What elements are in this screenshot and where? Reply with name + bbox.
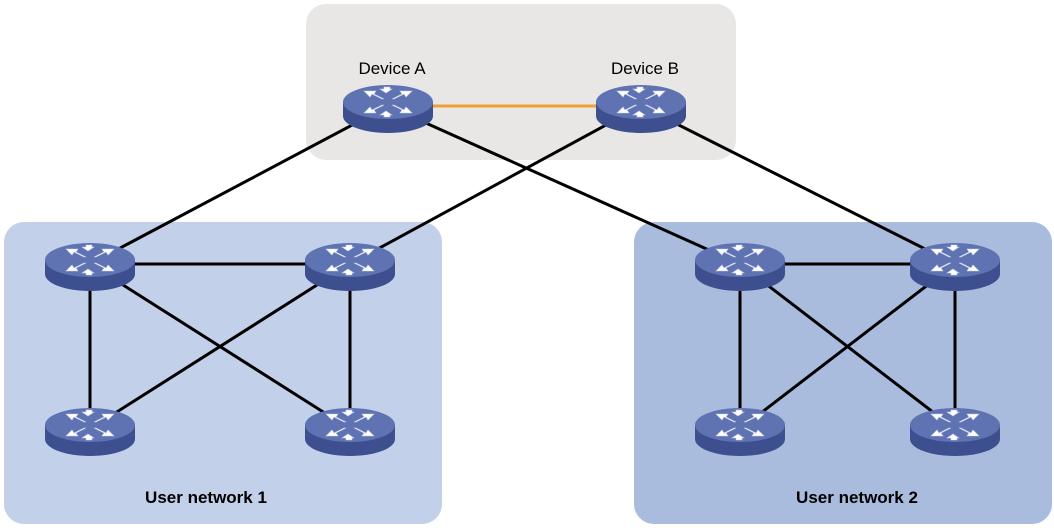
link-n2_sw2-n2_sw3 xyxy=(739,262,956,431)
network-2-switch-bottom-right[interactable] xyxy=(909,407,1001,457)
network-2-switch-top-left[interactable] xyxy=(694,242,786,292)
router-icon xyxy=(909,242,1001,292)
router-icon xyxy=(909,407,1001,457)
router-icon xyxy=(694,407,786,457)
core-area xyxy=(306,4,736,160)
user-network-1-label: User network 1 xyxy=(145,488,267,507)
network-1-switch-bottom-right[interactable] xyxy=(304,407,396,457)
network-1-switch-bottom-left[interactable] xyxy=(44,407,136,457)
link-device_b-n1_sw2 xyxy=(349,104,642,266)
router-icon xyxy=(44,242,136,292)
network-1-switch-top-left[interactable] xyxy=(44,242,136,292)
router-icon xyxy=(342,84,434,134)
device-b-label: Device B xyxy=(611,59,679,78)
link-device_b-n2_sw2 xyxy=(640,104,956,266)
user-network-2-label: User network 2 xyxy=(796,488,918,507)
router-icon xyxy=(694,242,786,292)
router-icon xyxy=(304,242,396,292)
link-device_a-n1_sw1 xyxy=(89,104,389,266)
link-n1_sw2-n1_sw3 xyxy=(89,262,351,431)
device-a-label: Device A xyxy=(358,59,426,78)
network-2-switch-bottom-left[interactable] xyxy=(694,407,786,457)
network-1-switch-top-right[interactable] xyxy=(304,242,396,292)
router-icon xyxy=(595,84,687,134)
device-b-router[interactable] xyxy=(595,84,687,134)
link-device_a-n2_sw1 xyxy=(387,104,741,266)
device-a-router[interactable] xyxy=(342,84,434,134)
router-icon xyxy=(44,407,136,457)
network-2-switch-top-right[interactable] xyxy=(909,242,1001,292)
router-icon xyxy=(304,407,396,457)
